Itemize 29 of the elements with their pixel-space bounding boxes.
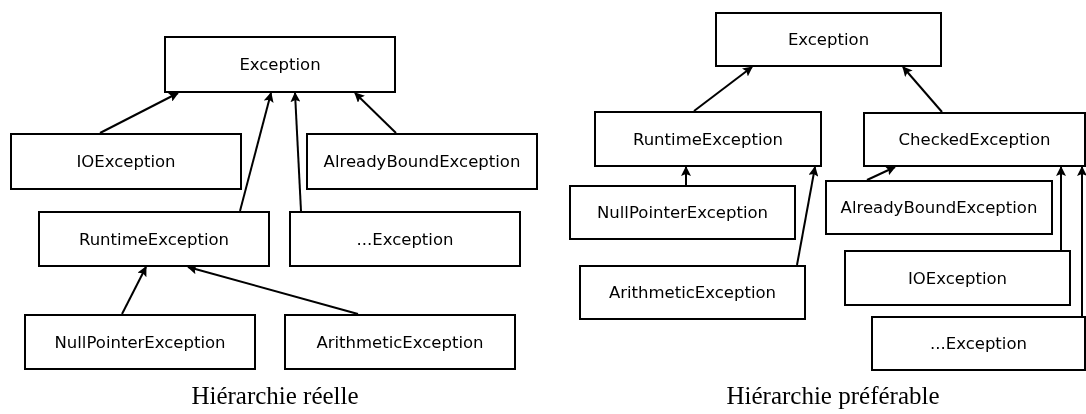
- inheritance-arrow: [902, 66, 943, 113]
- class-box: Exception: [164, 36, 396, 93]
- class-box: ArithmeticException: [579, 265, 806, 320]
- class-box: IOException: [844, 250, 1071, 306]
- inheritance-arrow: [121, 266, 147, 315]
- class-box: Exception: [715, 12, 942, 67]
- class-box: AlreadyBoundException: [306, 133, 538, 190]
- class-box: CheckedException: [863, 112, 1086, 167]
- diagram-caption: Hiérarchie préférable: [726, 382, 940, 410]
- class-box: ...Exception: [871, 316, 1086, 371]
- inheritance-arrow: [1056, 166, 1066, 251]
- inheritance-arrow: [681, 166, 691, 186]
- class-box: NullPointerException: [569, 185, 796, 240]
- class-box: IOException: [10, 133, 242, 190]
- inheritance-arrow: [354, 92, 397, 134]
- inheritance-arrow: [693, 66, 753, 112]
- diagram-caption: Hiérarchie réelle: [191, 382, 359, 410]
- inheritance-arrow: [99, 92, 179, 134]
- inheritance-arrow: [239, 92, 274, 212]
- class-box: ...Exception: [289, 211, 521, 267]
- inheritance-arrow: [796, 166, 819, 266]
- inheritance-arrow: [866, 166, 896, 181]
- inheritance-arrow: [1077, 166, 1086, 317]
- class-box: NullPointerException: [24, 314, 256, 370]
- class-box: RuntimeException: [594, 111, 822, 167]
- class-box: RuntimeException: [38, 211, 270, 267]
- class-box: ArithmeticException: [284, 314, 516, 370]
- class-box: AlreadyBoundException: [825, 180, 1053, 235]
- inheritance-arrow: [290, 92, 302, 212]
